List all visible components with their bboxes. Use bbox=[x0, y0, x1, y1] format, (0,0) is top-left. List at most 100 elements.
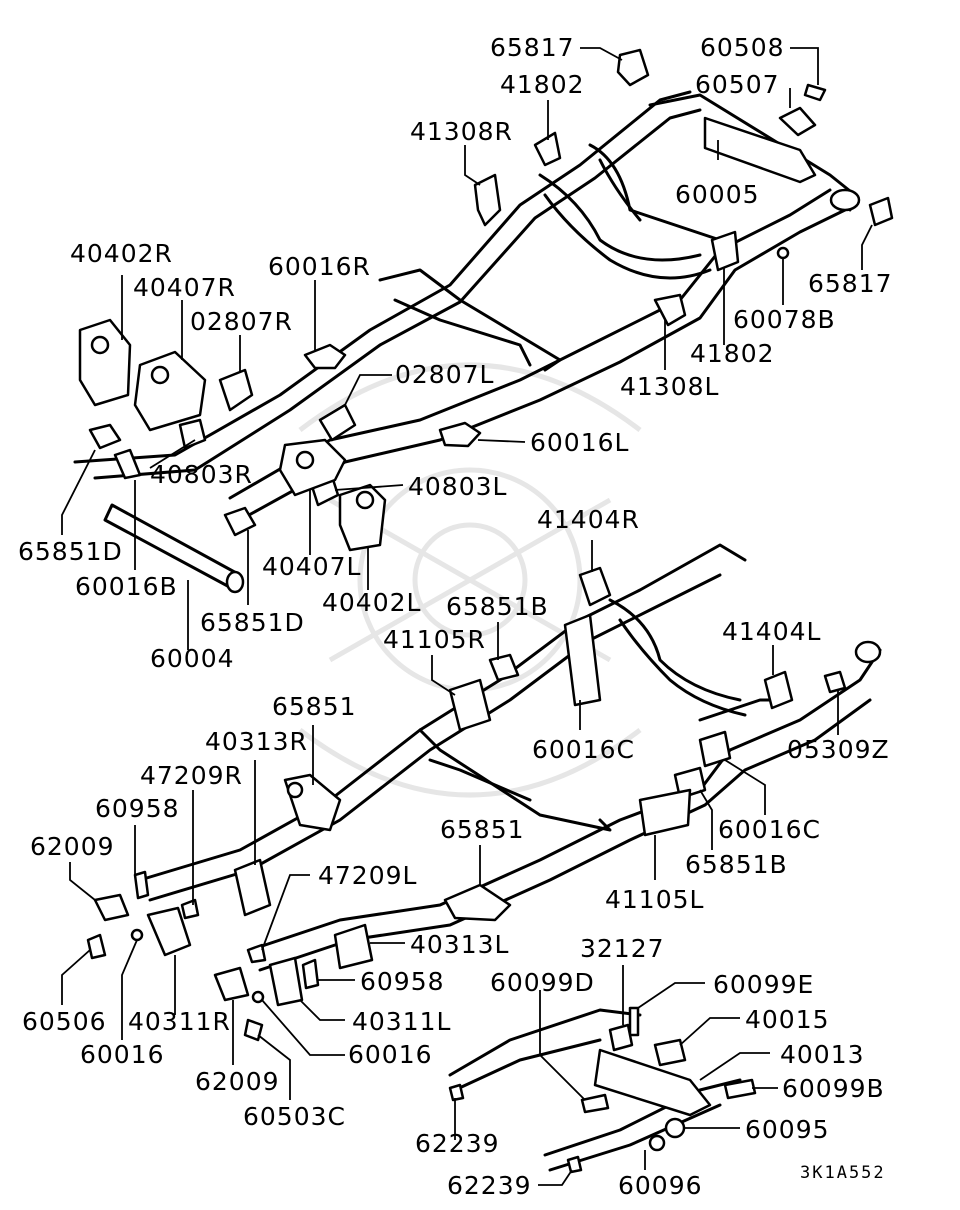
part-41802-right bbox=[710, 230, 740, 272]
label-41105R: 41105R bbox=[383, 625, 486, 654]
part-41308R bbox=[473, 173, 502, 227]
label-60004: 60004 bbox=[150, 644, 235, 673]
label-05309Z: 05309Z bbox=[787, 735, 890, 764]
leader-lines bbox=[61, 47, 873, 1186]
part-60016-b bbox=[251, 990, 265, 1004]
label-65817-right: 65817 bbox=[808, 269, 893, 298]
label-60958-a: 60958 bbox=[95, 794, 180, 823]
label-60506: 60506 bbox=[22, 1007, 107, 1036]
label-41308L: 41308L bbox=[620, 372, 719, 401]
part-60958-a bbox=[133, 870, 150, 900]
label-40803L: 40803L bbox=[408, 472, 507, 501]
part-65817-top bbox=[616, 48, 650, 87]
label-60016C-b: 60016C bbox=[718, 815, 821, 844]
label-60508: 60508 bbox=[700, 33, 785, 62]
part-40407R bbox=[133, 350, 207, 432]
part-40311R bbox=[146, 906, 192, 957]
label-65851B-a: 65851B bbox=[446, 592, 549, 621]
part-65851D-b bbox=[223, 506, 257, 537]
part-62239-a bbox=[448, 1083, 465, 1102]
upper-parts bbox=[78, 48, 894, 552]
label-60016C-a: 60016C bbox=[532, 735, 635, 764]
part-05309Z bbox=[823, 670, 847, 694]
label-41802-top: 41802 bbox=[500, 70, 585, 99]
label-65851B-b: 65851B bbox=[685, 850, 788, 879]
label-60099D: 60099D bbox=[490, 968, 595, 997]
label-02807R: 02807R bbox=[190, 307, 293, 336]
part-60958-b bbox=[301, 958, 320, 990]
part-40013 bbox=[593, 1048, 712, 1117]
part-60099E bbox=[628, 1006, 640, 1037]
label-60016B: 60016B bbox=[75, 572, 178, 601]
part-60507-plate bbox=[778, 106, 817, 137]
part-40311L bbox=[268, 956, 304, 1007]
label-60016-b: 60016 bbox=[348, 1040, 433, 1069]
label-62009-a: 62009 bbox=[30, 832, 115, 861]
label-32127: 32127 bbox=[580, 934, 665, 963]
label-60099B: 60099B bbox=[782, 1074, 885, 1103]
label-40313L: 40313L bbox=[410, 930, 509, 959]
part-41105L bbox=[638, 788, 692, 837]
part-60016C-b bbox=[698, 730, 732, 768]
upper-frame bbox=[73, 90, 861, 594]
label-60005: 60005 bbox=[675, 180, 760, 209]
part-41404L bbox=[763, 670, 794, 710]
part-41105R bbox=[448, 678, 492, 732]
part-60016C-a bbox=[563, 613, 602, 707]
part-60078B bbox=[776, 246, 790, 260]
label-40803R: 40803R bbox=[150, 460, 253, 489]
part-60016L bbox=[438, 421, 482, 448]
part-60016-a bbox=[130, 928, 144, 942]
label-60016L: 60016L bbox=[530, 428, 629, 457]
label-60095: 60095 bbox=[745, 1115, 830, 1144]
label-65817-top: 65817 bbox=[490, 33, 575, 62]
label-40311R: 40311R bbox=[128, 1007, 231, 1036]
label-41404R: 41404R bbox=[537, 505, 640, 534]
part-60016R bbox=[303, 343, 347, 370]
label-02807L: 02807L bbox=[395, 360, 494, 389]
part-60099B bbox=[723, 1078, 757, 1100]
label-65851-lower: 65851 bbox=[440, 815, 525, 844]
part-40803R bbox=[178, 418, 207, 450]
label-40407R: 40407R bbox=[133, 273, 236, 302]
part-65851-lower bbox=[443, 883, 512, 922]
part-60016B bbox=[113, 448, 142, 480]
label-60096: 60096 bbox=[618, 1171, 703, 1200]
label-47209L: 47209L bbox=[318, 861, 417, 890]
label-40015: 40015 bbox=[745, 1005, 830, 1034]
part-40407L bbox=[278, 438, 347, 497]
inset-detail bbox=[448, 1006, 757, 1174]
label-60016-a: 60016 bbox=[80, 1040, 165, 1069]
label-40402L: 40402L bbox=[322, 588, 421, 617]
label-41308R: 41308R bbox=[410, 117, 513, 146]
part-41404R bbox=[578, 566, 612, 607]
part-65817-right bbox=[868, 196, 894, 227]
label-65851D-a: 65851D bbox=[18, 537, 123, 566]
label-62009-b: 62009 bbox=[195, 1067, 280, 1096]
part-02807L bbox=[318, 403, 357, 442]
label-60016R: 60016R bbox=[268, 252, 371, 281]
part-60508-bolt bbox=[803, 83, 827, 102]
part-32127 bbox=[608, 1023, 634, 1052]
label-60099E: 60099E bbox=[713, 970, 814, 999]
label-65851-upper: 65851 bbox=[272, 692, 357, 721]
part-65851B-a bbox=[488, 653, 520, 682]
label-47209R: 47209R bbox=[140, 761, 243, 790]
part-60506 bbox=[86, 933, 107, 960]
part-60095 bbox=[664, 1117, 686, 1139]
part-47209R bbox=[180, 898, 200, 920]
label-40311L: 40311L bbox=[352, 1007, 451, 1036]
label-41105L: 41105L bbox=[605, 885, 704, 914]
label-41802-right: 41802 bbox=[690, 339, 775, 368]
part-60099D bbox=[580, 1093, 610, 1114]
part-47209L bbox=[246, 943, 267, 964]
label-60503C: 60503C bbox=[243, 1102, 346, 1131]
label-60958-b: 60958 bbox=[360, 967, 445, 996]
label-62239-b: 62239 bbox=[447, 1171, 532, 1200]
part-60503C bbox=[243, 1018, 264, 1042]
part-62009-a bbox=[93, 893, 130, 922]
label-65851D-b: 65851D bbox=[200, 608, 305, 637]
part-labels: 65817 60508 41802 60507 41308R 60005 404… bbox=[18, 33, 893, 1200]
label-40313R: 40313R bbox=[205, 727, 308, 756]
label-62239-a: 62239 bbox=[415, 1129, 500, 1158]
